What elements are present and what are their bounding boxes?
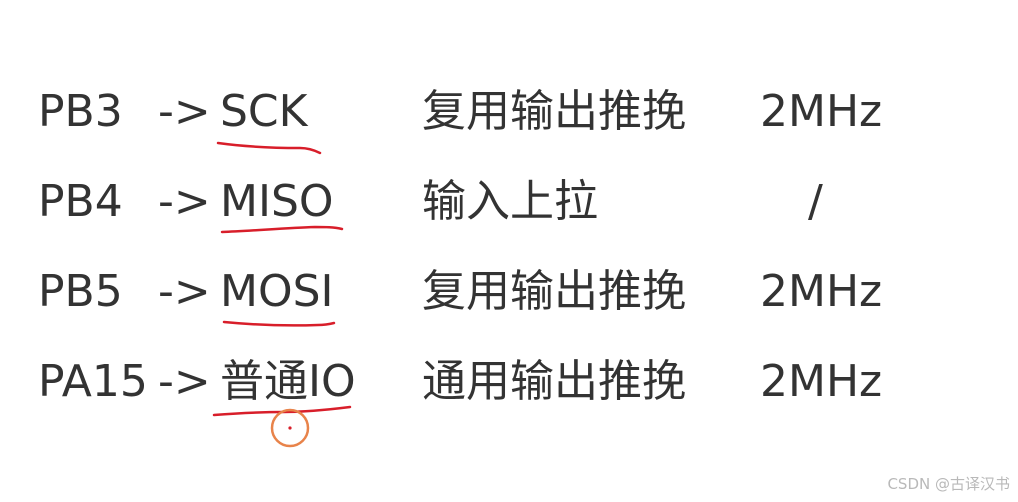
gpio-mode: 复用输出推挽 — [422, 266, 686, 317]
pin-row-pa15: PA15 -> 普通IO 通用输出推挽 2MHz — [0, 352, 1018, 422]
mapping-arrow: -> — [158, 86, 211, 137]
signal-name: SCK — [220, 86, 308, 137]
signal-name: MOSI — [220, 266, 334, 317]
gpio-speed: 2MHz — [760, 266, 883, 317]
gpio-mode: 通用输出推挽 — [422, 356, 686, 407]
signal-name: MISO — [220, 176, 334, 227]
mapping-arrow: -> — [158, 356, 211, 407]
gpio-speed: 2MHz — [760, 356, 883, 407]
pin-name: PB3 — [38, 86, 123, 137]
pin-row-pb5: PB5 -> MOSI 复用输出推挽 2MHz — [0, 262, 1018, 332]
pin-row-pb4: PB4 -> MISO 输入上拉 / — [0, 172, 1018, 242]
gpio-mode: 输入上拉 — [422, 176, 598, 227]
pin-name: PB5 — [38, 266, 123, 317]
signal-name: 普通IO — [220, 356, 356, 407]
gpio-mode: 复用输出推挽 — [422, 86, 686, 137]
mapping-arrow: -> — [158, 176, 211, 227]
cursor-dot — [288, 426, 292, 430]
gpio-speed: / — [808, 176, 823, 227]
pin-name: PB4 — [38, 176, 123, 227]
pin-name: PA15 — [38, 356, 148, 407]
csdn-watermark: CSDN @古译汉书 — [887, 475, 1010, 493]
gpio-speed: 2MHz — [760, 86, 883, 137]
pin-row-pb3: PB3 -> SCK 复用输出推挽 2MHz — [0, 82, 1018, 152]
mapping-arrow: -> — [158, 266, 211, 317]
